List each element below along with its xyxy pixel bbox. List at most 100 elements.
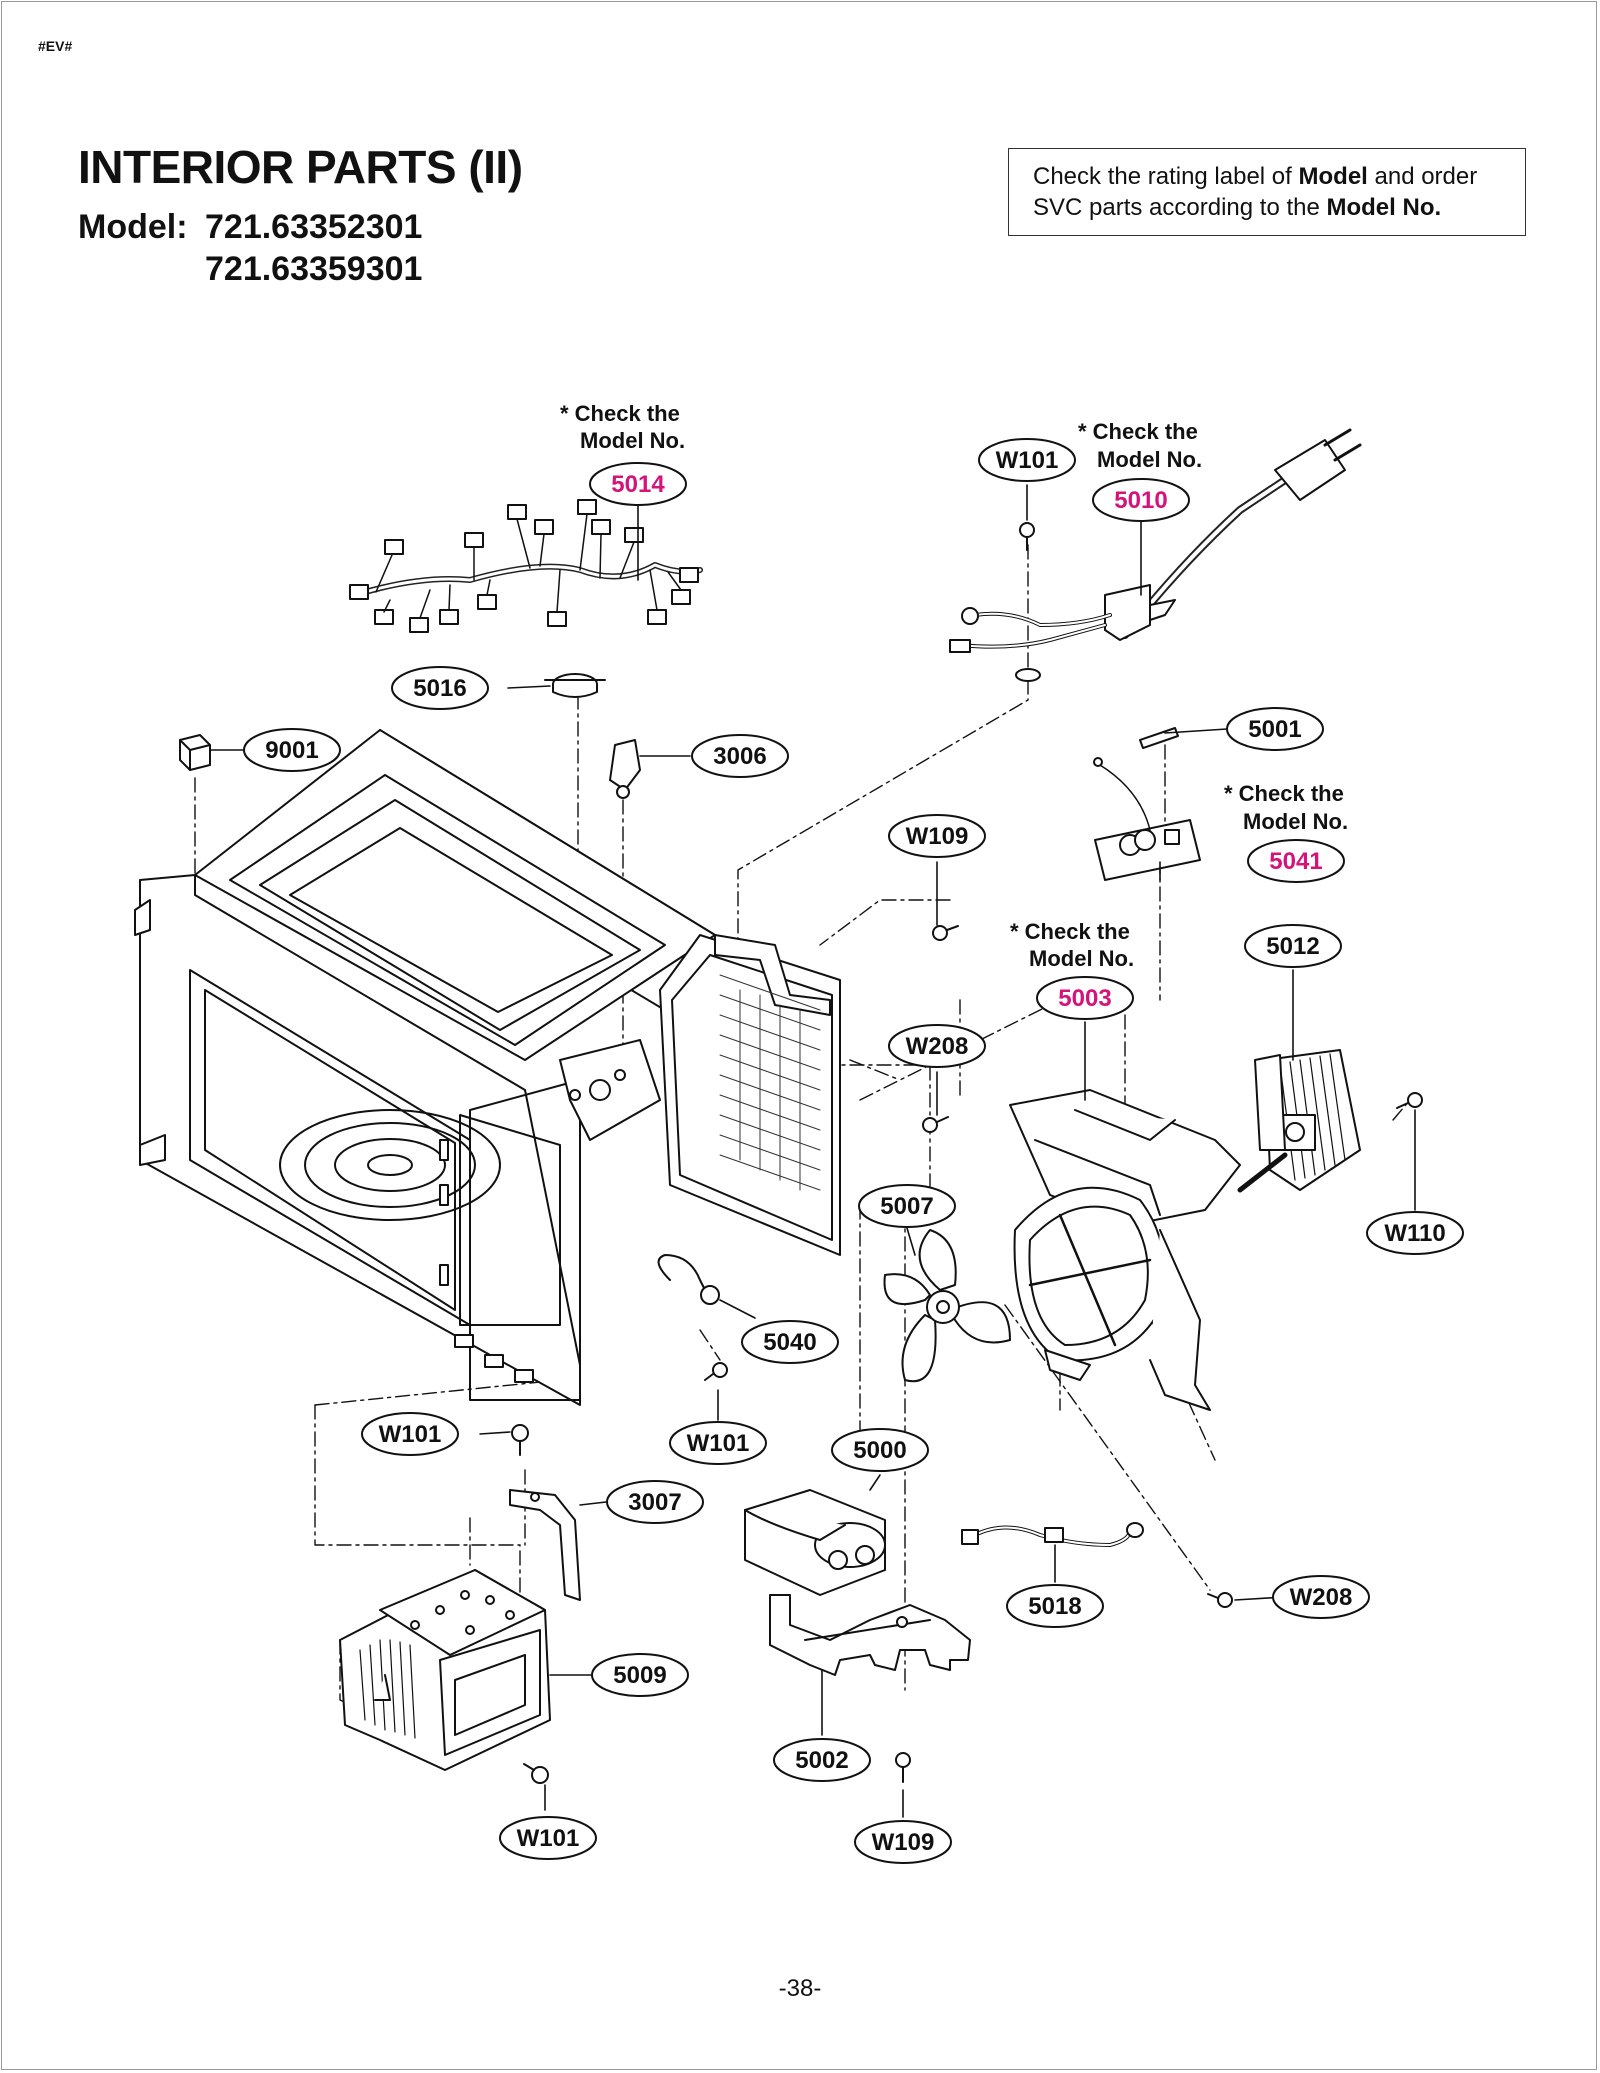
callout-oval bbox=[888, 814, 986, 858]
callout-oval bbox=[669, 1421, 767, 1465]
filter-board-5041 bbox=[1093, 757, 1201, 881]
callout-9001: 9001 bbox=[243, 728, 341, 772]
callout-w101: W101 bbox=[499, 1816, 597, 1860]
note-text-4: SVC parts according to the bbox=[1033, 194, 1327, 221]
callout-oval bbox=[361, 1412, 459, 1456]
callout-oval bbox=[773, 1738, 871, 1782]
callout-label: W109 bbox=[906, 823, 969, 850]
callout-5018: 5018 bbox=[1006, 1584, 1104, 1628]
screws bbox=[511, 522, 1423, 1784]
callout-3006: 3006 bbox=[691, 734, 789, 778]
callout-label: 5007 bbox=[880, 1193, 933, 1220]
callout-w101: W101 bbox=[669, 1421, 767, 1465]
page-title: INTERIOR PARTS (II) bbox=[78, 141, 523, 193]
callout-oval bbox=[1366, 1211, 1464, 1255]
callout-w101: W101 bbox=[978, 438, 1076, 482]
callout-label: 5001 bbox=[1248, 716, 1301, 743]
note-text-2: Model bbox=[1298, 163, 1368, 190]
callout-label: 5000 bbox=[853, 1437, 906, 1464]
callout-label: 3006 bbox=[713, 743, 766, 770]
callout-oval bbox=[606, 1480, 704, 1524]
callout-label: W101 bbox=[687, 1430, 750, 1457]
power-cord bbox=[949, 428, 1362, 682]
callout-5010: 5010 bbox=[1092, 478, 1190, 522]
callout-w110: W110 bbox=[1366, 1211, 1464, 1255]
check-note-5041-line2: Model No. bbox=[1243, 809, 1348, 834]
check-note-5010-line2: Model No. bbox=[1097, 447, 1202, 472]
note-text-1: Check the rating label of bbox=[1033, 163, 1299, 190]
callout-oval bbox=[978, 438, 1076, 482]
callout-label: 3007 bbox=[628, 1489, 681, 1516]
callout-oval bbox=[243, 728, 341, 772]
thermostat-5016 bbox=[544, 673, 606, 698]
wire-5018 bbox=[961, 1522, 1144, 1547]
check-note-5010-line1: * Check the bbox=[1078, 419, 1198, 444]
check-note-5003-line1: * Check the bbox=[1010, 919, 1130, 944]
callout-oval bbox=[391, 666, 489, 710]
callout-oval bbox=[888, 1024, 986, 1068]
motor-5012 bbox=[1237, 1049, 1361, 1193]
callout-oval bbox=[589, 462, 687, 506]
callout-w109: W109 bbox=[854, 1820, 952, 1864]
callout-5009: 5009 bbox=[591, 1653, 689, 1697]
callout-oval bbox=[741, 1320, 839, 1364]
clip-3006 bbox=[609, 739, 641, 799]
callout-5000: 5000 bbox=[831, 1428, 929, 1472]
rating-label-note: Check the rating label of Model and orde… bbox=[1008, 148, 1526, 236]
callout-5014: 5014 bbox=[589, 462, 687, 506]
callout-oval bbox=[1036, 976, 1134, 1020]
check-note-5041-line1: * Check the bbox=[1224, 781, 1344, 806]
callout-oval bbox=[591, 1653, 689, 1697]
callout-5041: 5041 bbox=[1247, 839, 1345, 883]
model-label: Model: bbox=[78, 208, 188, 246]
callout-label: W101 bbox=[379, 1421, 442, 1448]
callout-5012: 5012 bbox=[1244, 924, 1342, 968]
page-number: -38- bbox=[778, 1975, 822, 2002]
callout-5007: 5007 bbox=[858, 1184, 956, 1228]
capacitor-5000 bbox=[744, 1489, 886, 1596]
callout-oval bbox=[858, 1184, 956, 1228]
side-wall-panel bbox=[659, 934, 841, 1256]
wire-5040 bbox=[657, 1254, 720, 1305]
callout-oval bbox=[1244, 924, 1342, 968]
fuse-holder-9001 bbox=[179, 734, 211, 771]
callout-oval bbox=[1247, 839, 1345, 883]
callout-label: 5018 bbox=[1028, 1593, 1081, 1620]
callout-label: 5012 bbox=[1266, 933, 1319, 960]
note-text-5: Model No. bbox=[1326, 194, 1442, 221]
bracket-3007 bbox=[509, 1489, 581, 1601]
magnetron-5009 bbox=[339, 1569, 551, 1771]
callout-label: 5010 bbox=[1114, 487, 1167, 514]
callout-label: 5003 bbox=[1058, 985, 1111, 1012]
callout-5003: 5003 bbox=[1036, 976, 1134, 1020]
callout-label: W208 bbox=[1290, 1584, 1353, 1611]
callout-leaders bbox=[209, 484, 1416, 1818]
check-note-5003-line2: Model No. bbox=[1029, 946, 1134, 971]
callout-label: W208 bbox=[906, 1033, 969, 1060]
callout-label: 5002 bbox=[795, 1747, 848, 1774]
callout-5001: 5001 bbox=[1226, 707, 1324, 751]
model-number-1: 721.63352301 bbox=[205, 208, 423, 246]
callout-oval bbox=[691, 734, 789, 778]
callout-3007: 3007 bbox=[606, 1480, 704, 1524]
check-note-5014-line2: Model No. bbox=[580, 428, 685, 453]
model-number-2: 721.63359301 bbox=[205, 250, 423, 288]
capacitor-bracket-5002 bbox=[769, 1594, 971, 1676]
document-code: #EV# bbox=[38, 38, 73, 54]
fan-5007 bbox=[883, 1229, 1011, 1383]
callout-oval bbox=[1272, 1575, 1370, 1619]
callout-label: 5009 bbox=[613, 1662, 666, 1689]
wire-harness bbox=[349, 499, 703, 633]
callout-oval bbox=[1226, 707, 1324, 751]
callout-w109: W109 bbox=[888, 814, 986, 858]
callout-w101: W101 bbox=[361, 1412, 459, 1456]
callout-label: W101 bbox=[996, 447, 1059, 474]
callout-w208: W208 bbox=[1272, 1575, 1370, 1619]
callout-label: 5014 bbox=[611, 471, 665, 498]
note-text-3: and order bbox=[1367, 163, 1478, 190]
callout-oval bbox=[854, 1820, 952, 1864]
callout-label: 5016 bbox=[413, 675, 466, 702]
